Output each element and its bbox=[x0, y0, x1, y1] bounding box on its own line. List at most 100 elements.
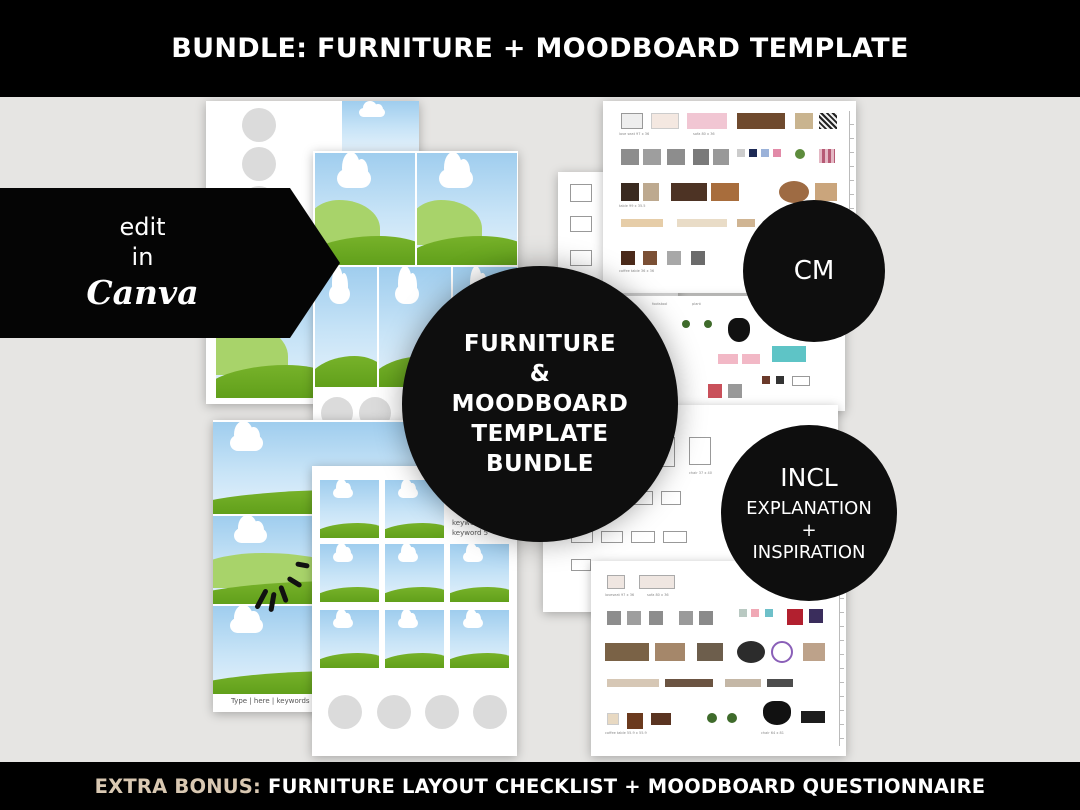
incl-badge-title: INCL bbox=[780, 463, 838, 492]
furniture-swatch bbox=[739, 609, 747, 617]
furniture-swatch bbox=[677, 219, 727, 227]
furniture-swatch bbox=[667, 251, 681, 265]
furniture-swatch bbox=[655, 643, 685, 661]
incl-badge: INCL EXPLANATION + INSPIRATION bbox=[721, 425, 897, 601]
measurement-ruler bbox=[849, 111, 854, 283]
furniture-swatch bbox=[773, 149, 781, 157]
furniture-swatch bbox=[649, 611, 663, 625]
furniture-swatch bbox=[667, 149, 685, 165]
furniture-label: coffee table 55.9 x 55.9 bbox=[605, 731, 647, 735]
cloud-shape bbox=[328, 267, 350, 305]
placeholder-circle bbox=[359, 397, 391, 421]
furniture-swatch bbox=[711, 183, 739, 201]
furniture-swatch bbox=[728, 318, 750, 342]
placeholder-circle bbox=[328, 695, 362, 729]
cloud-shape bbox=[332, 544, 354, 562]
furniture-swatch bbox=[699, 611, 713, 625]
bonus-label: EXTRA BONUS: bbox=[94, 774, 262, 798]
furniture-swatch bbox=[765, 609, 773, 617]
furniture-swatch bbox=[621, 113, 643, 129]
furniture-swatch bbox=[727, 713, 737, 723]
hill-shape bbox=[315, 355, 377, 387]
top-banner: BUNDLE: FURNITURE + MOODBOARD TEMPLATE bbox=[0, 0, 1080, 97]
hill-shape bbox=[385, 586, 444, 602]
furniture-swatch bbox=[767, 679, 793, 687]
banner-title: BUNDLE: FURNITURE + MOODBOARD TEMPLATE bbox=[171, 33, 909, 64]
badge-line: BUNDLE bbox=[486, 451, 594, 477]
furniture-swatch bbox=[607, 611, 621, 625]
furniture-outline bbox=[601, 531, 623, 543]
furniture-swatch bbox=[725, 679, 761, 687]
furniture-swatch bbox=[682, 320, 690, 328]
furniture-swatch bbox=[651, 713, 671, 725]
furniture-swatch bbox=[693, 149, 709, 165]
furniture-swatch bbox=[679, 611, 693, 625]
cloud-shape bbox=[397, 610, 419, 628]
incl-badge-plus: + bbox=[801, 520, 817, 541]
furniture-swatch bbox=[718, 354, 738, 364]
photo-placeholder bbox=[450, 610, 509, 668]
furniture-swatch bbox=[809, 609, 823, 623]
hill-shape bbox=[417, 235, 517, 265]
furniture-swatch bbox=[707, 713, 717, 723]
furniture-sheet-4: loveseat 97 x 36 sofa 80 x 36 coffee tab… bbox=[591, 561, 846, 756]
furniture-swatch bbox=[621, 149, 639, 165]
furniture-swatch bbox=[605, 643, 649, 661]
furniture-swatch bbox=[803, 643, 825, 661]
cloud-shape bbox=[358, 101, 386, 117]
bonus-text: FURNITURE LAYOUT CHECKLIST + MOODBOARD Q… bbox=[268, 774, 986, 798]
furniture-swatch bbox=[627, 611, 641, 625]
furniture-label: table 99 x 35.5 bbox=[619, 204, 646, 208]
furniture-swatch bbox=[687, 113, 727, 129]
photo-placeholder bbox=[320, 544, 379, 602]
furniture-swatch bbox=[762, 376, 770, 384]
furniture-label: loveseat 97 x 36 bbox=[605, 593, 635, 597]
furniture-outline bbox=[570, 216, 592, 232]
furniture-swatch bbox=[708, 384, 722, 398]
furniture-swatch bbox=[713, 149, 729, 165]
furniture-swatch bbox=[643, 183, 659, 201]
furniture-swatch bbox=[621, 251, 635, 265]
furniture-swatch bbox=[639, 575, 675, 589]
furniture-swatch bbox=[697, 643, 723, 661]
photo-placeholder bbox=[315, 267, 377, 387]
furniture-swatch bbox=[779, 181, 809, 203]
photo-placeholder bbox=[320, 610, 379, 668]
cloud-shape bbox=[397, 480, 419, 498]
placeholder-circle bbox=[425, 695, 459, 729]
photo-placeholder bbox=[385, 610, 444, 668]
furniture-swatch bbox=[772, 346, 806, 362]
furniture-label: sofa 80 x 36 bbox=[647, 593, 669, 597]
bundle-badge: FURNITURE & MOODBOARD TEMPLATE BUNDLE bbox=[402, 266, 678, 542]
furniture-outline bbox=[663, 531, 687, 543]
cm-badge-text: CM bbox=[793, 256, 835, 286]
photo-placeholder bbox=[342, 101, 419, 151]
furniture-label: love seat 97 x 36 bbox=[619, 132, 650, 136]
photo-placeholder bbox=[315, 153, 415, 265]
placeholder-circle bbox=[377, 695, 411, 729]
keyword-label: keyword 5 bbox=[452, 529, 489, 537]
hill-shape bbox=[216, 364, 326, 398]
cloud-shape bbox=[332, 610, 354, 628]
furniture-swatch bbox=[795, 149, 805, 159]
canva-tag-in: in bbox=[131, 243, 154, 271]
badge-line: & bbox=[529, 361, 551, 387]
furniture-swatch bbox=[704, 320, 712, 328]
incl-badge-line: EXPLANATION bbox=[746, 498, 872, 519]
furniture-swatch bbox=[742, 354, 760, 364]
cloud-shape bbox=[233, 516, 268, 544]
furniture-swatch bbox=[795, 113, 813, 129]
furniture-swatch bbox=[787, 609, 803, 625]
furniture-swatch bbox=[607, 679, 659, 687]
badge-line: TEMPLATE bbox=[471, 421, 609, 447]
hill-shape bbox=[385, 652, 444, 668]
furniture-outline bbox=[571, 559, 591, 571]
furniture-swatch bbox=[819, 113, 837, 129]
cloud-shape bbox=[337, 153, 371, 188]
furniture-swatch bbox=[651, 113, 679, 129]
cm-badge: CM bbox=[743, 200, 885, 342]
furniture-label: plant bbox=[692, 302, 701, 306]
photo-placeholder bbox=[320, 480, 379, 538]
hill-shape bbox=[450, 652, 509, 668]
cloud-shape bbox=[229, 606, 263, 634]
